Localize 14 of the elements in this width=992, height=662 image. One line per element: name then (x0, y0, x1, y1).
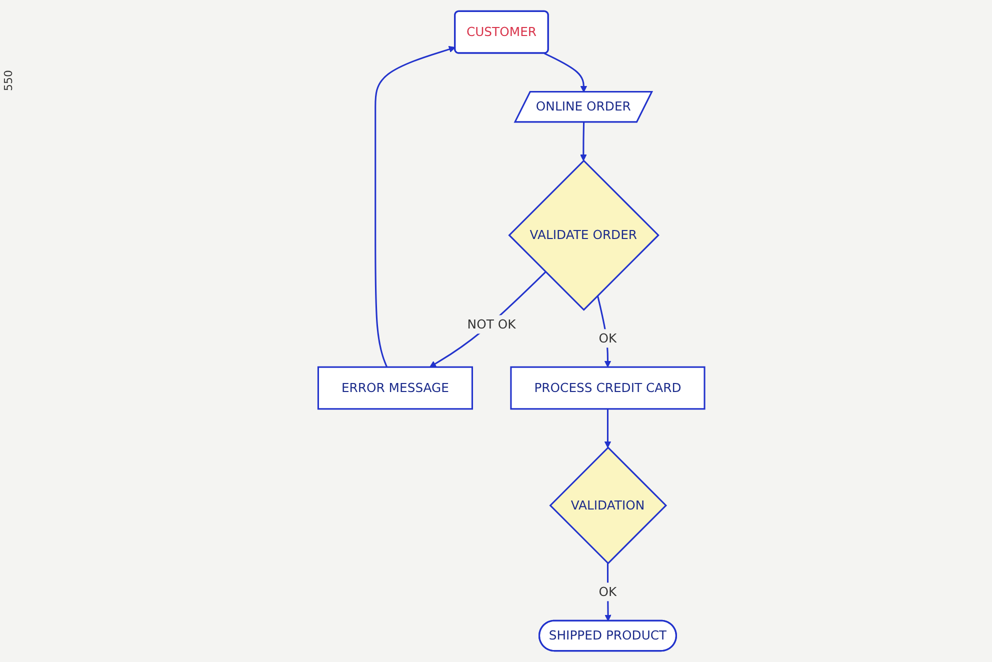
arrow (374, 46, 456, 368)
node-diamond: VALIDATION (548, 446, 667, 564)
node-box: ERROR MESSAGE (317, 366, 473, 410)
arrow (429, 271, 546, 368)
arrow (580, 122, 586, 161)
edge-label: OK (598, 584, 616, 599)
node-diamond: VALIDATE ORDER (508, 160, 660, 311)
arrow (604, 408, 611, 448)
margin-number: 550 (2, 70, 15, 91)
arrow (596, 295, 611, 368)
edge-label: NOT OK (466, 316, 516, 332)
edge-label: OK (598, 330, 616, 346)
arrow (544, 52, 587, 92)
node-box: PROCESS CREDIT CARD (510, 366, 705, 410)
